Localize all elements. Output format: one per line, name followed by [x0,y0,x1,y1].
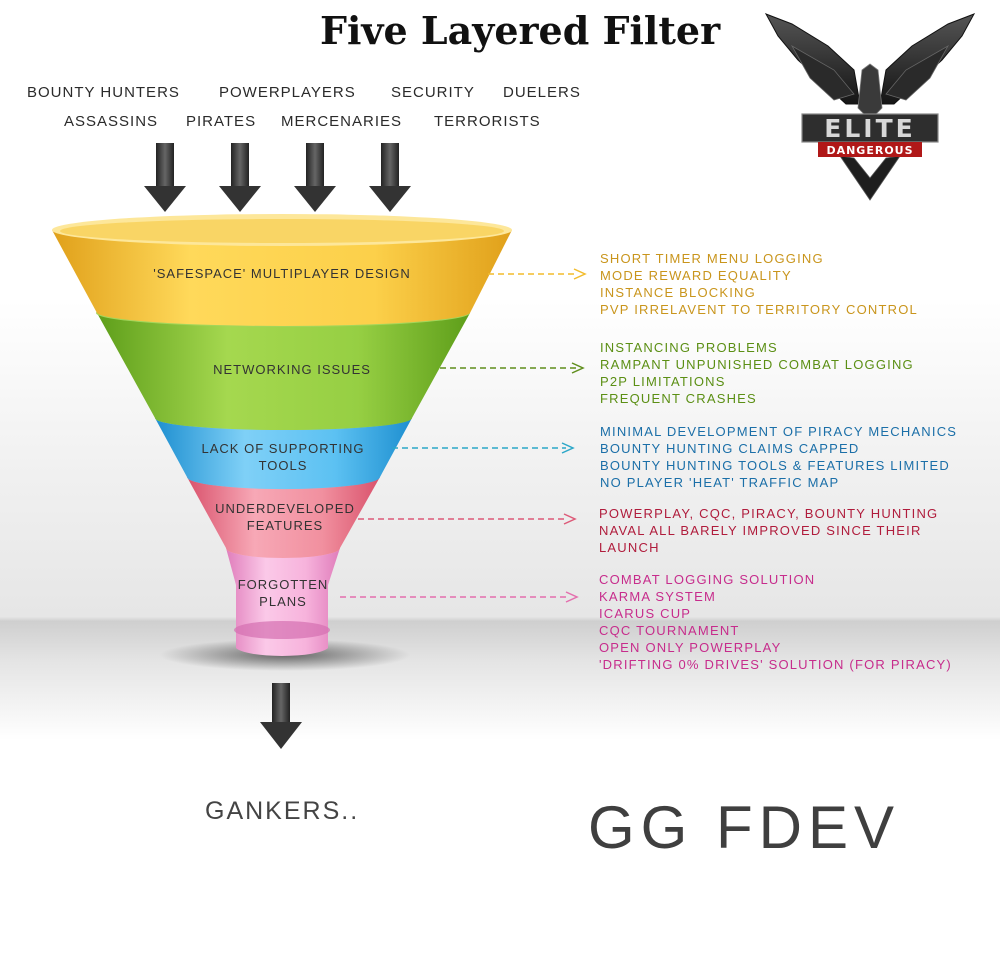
layer-label-plans: FORGOTTEN PLANS [220,576,346,610]
list-item: MODE REWARD EQUALITY [600,268,792,283]
connector-pink [340,591,579,603]
list-item: CQC TOURNAMENT [599,623,740,638]
list-safespace: SHORT TIMER MENU LOGGING MODE REWARD EQU… [600,250,918,318]
layer-label-networking: NETWORKING ISSUES [213,362,371,377]
logo-wordmark-elite: ELITE [824,114,915,143]
layer-label-features: UNDERDEVELOPED FEATURES [200,500,370,534]
input-label-assassins: ASSASSINS [64,113,159,130]
layer-label-features-line1: UNDERDEVELOPED [215,501,355,516]
list-item: SHORT TIMER MENU LOGGING [600,251,824,266]
layer-label-tools-line1: LACK OF SUPPORTING [201,441,365,456]
list-item: FREQUENT CRASHES [600,391,757,406]
list-item: NAVAL ALL BARELY IMPROVED SINCE THEIR [599,523,922,538]
list-item: POWERPLAY, CQC, PIRACY, BOUNTY HUNTING [599,506,939,521]
input-label-mercenaries: MERCENARIES [281,113,403,130]
down-arrow-icon [294,143,336,212]
output-arrow-icon [260,683,302,749]
input-label-duelers: DUELERS [503,84,581,101]
layer-safespace-multiplayer-design [52,214,512,326]
connector-green [440,362,585,374]
list-item: P2P LIMITATIONS [600,374,726,389]
output-label: GANKERS.. [205,797,360,825]
down-arrow-icon [219,143,261,212]
input-label-bounty-hunters: BOUNTY HUNTERS [27,84,180,101]
list-item: COMBAT LOGGING SOLUTION [599,572,816,587]
list-item: KARMA SYSTEM [599,589,716,604]
list-item: OPEN ONLY POWERPLAY [599,640,782,655]
list-item: ICARUS CUP [599,606,692,621]
page-title: Five Layered Filter [320,8,721,53]
input-label-powerplayers: POWERPLAYERS [219,84,356,101]
list-tools: MINIMAL DEVELOPMENT OF PIRACY MECHANICS … [600,423,957,491]
layer-label-safespace: 'SAFESPACE' MULTIPLAYER DESIGN [153,266,411,281]
layer-label-tools-line2: TOOLS [258,458,308,473]
list-item: RAMPANT UNPUNISHED COMBAT LOGGING [600,357,914,372]
list-item: MINIMAL DEVELOPMENT OF PIRACY MECHANICS [600,424,958,439]
list-item: NO PLAYER 'HEAT' TRAFFIC MAP [600,475,840,490]
list-item: BOUNTY HUNTING CLAIMS CAPPED [600,441,860,456]
list-item: LAUNCH [599,540,660,555]
input-label-pirates: PIRATES [186,113,257,130]
layer-label-plans-line2: PLANS [259,594,307,609]
signoff-text: GG FDEV [588,794,901,861]
down-arrow-icon [369,143,411,212]
input-label-security: SECURITY [391,84,475,101]
layer-label-features-line2: FEATURES [246,518,324,533]
list-plans: COMBAT LOGGING SOLUTION KARMA SYSTEM ICA… [599,571,952,673]
list-item: BOUNTY HUNTING TOOLS & FEATURES LIMITED [600,458,950,473]
elite-dangerous-logo: ELITE DANGEROUS [764,13,976,201]
layer-label-plans-line1: FORGOTTEN [237,577,329,592]
connector-yellow [488,268,587,280]
connector-red [358,513,577,525]
input-label-terrorists: TERRORISTS [434,113,541,130]
list-item: PVP IRRELAVENT TO TERRITORY CONTROL [600,302,918,317]
list-item: INSTANCING PROBLEMS [600,340,778,355]
input-arrows [144,143,411,212]
down-arrow-icon [144,143,186,212]
connector-blue [392,442,575,454]
list-features: POWERPLAY, CQC, PIRACY, BOUNTY HUNTING N… [599,505,938,556]
list-item: 'DRIFTING 0% DRIVES' SOLUTION (FOR PIRAC… [599,657,952,672]
layer-label-tools: LACK OF SUPPORTING TOOLS [170,440,396,474]
list-networking: INSTANCING PROBLEMS RAMPANT UNPUNISHED C… [600,339,914,407]
logo-wordmark-dangerous: DANGEROUS [826,144,913,157]
list-item: INSTANCE BLOCKING [600,285,756,300]
